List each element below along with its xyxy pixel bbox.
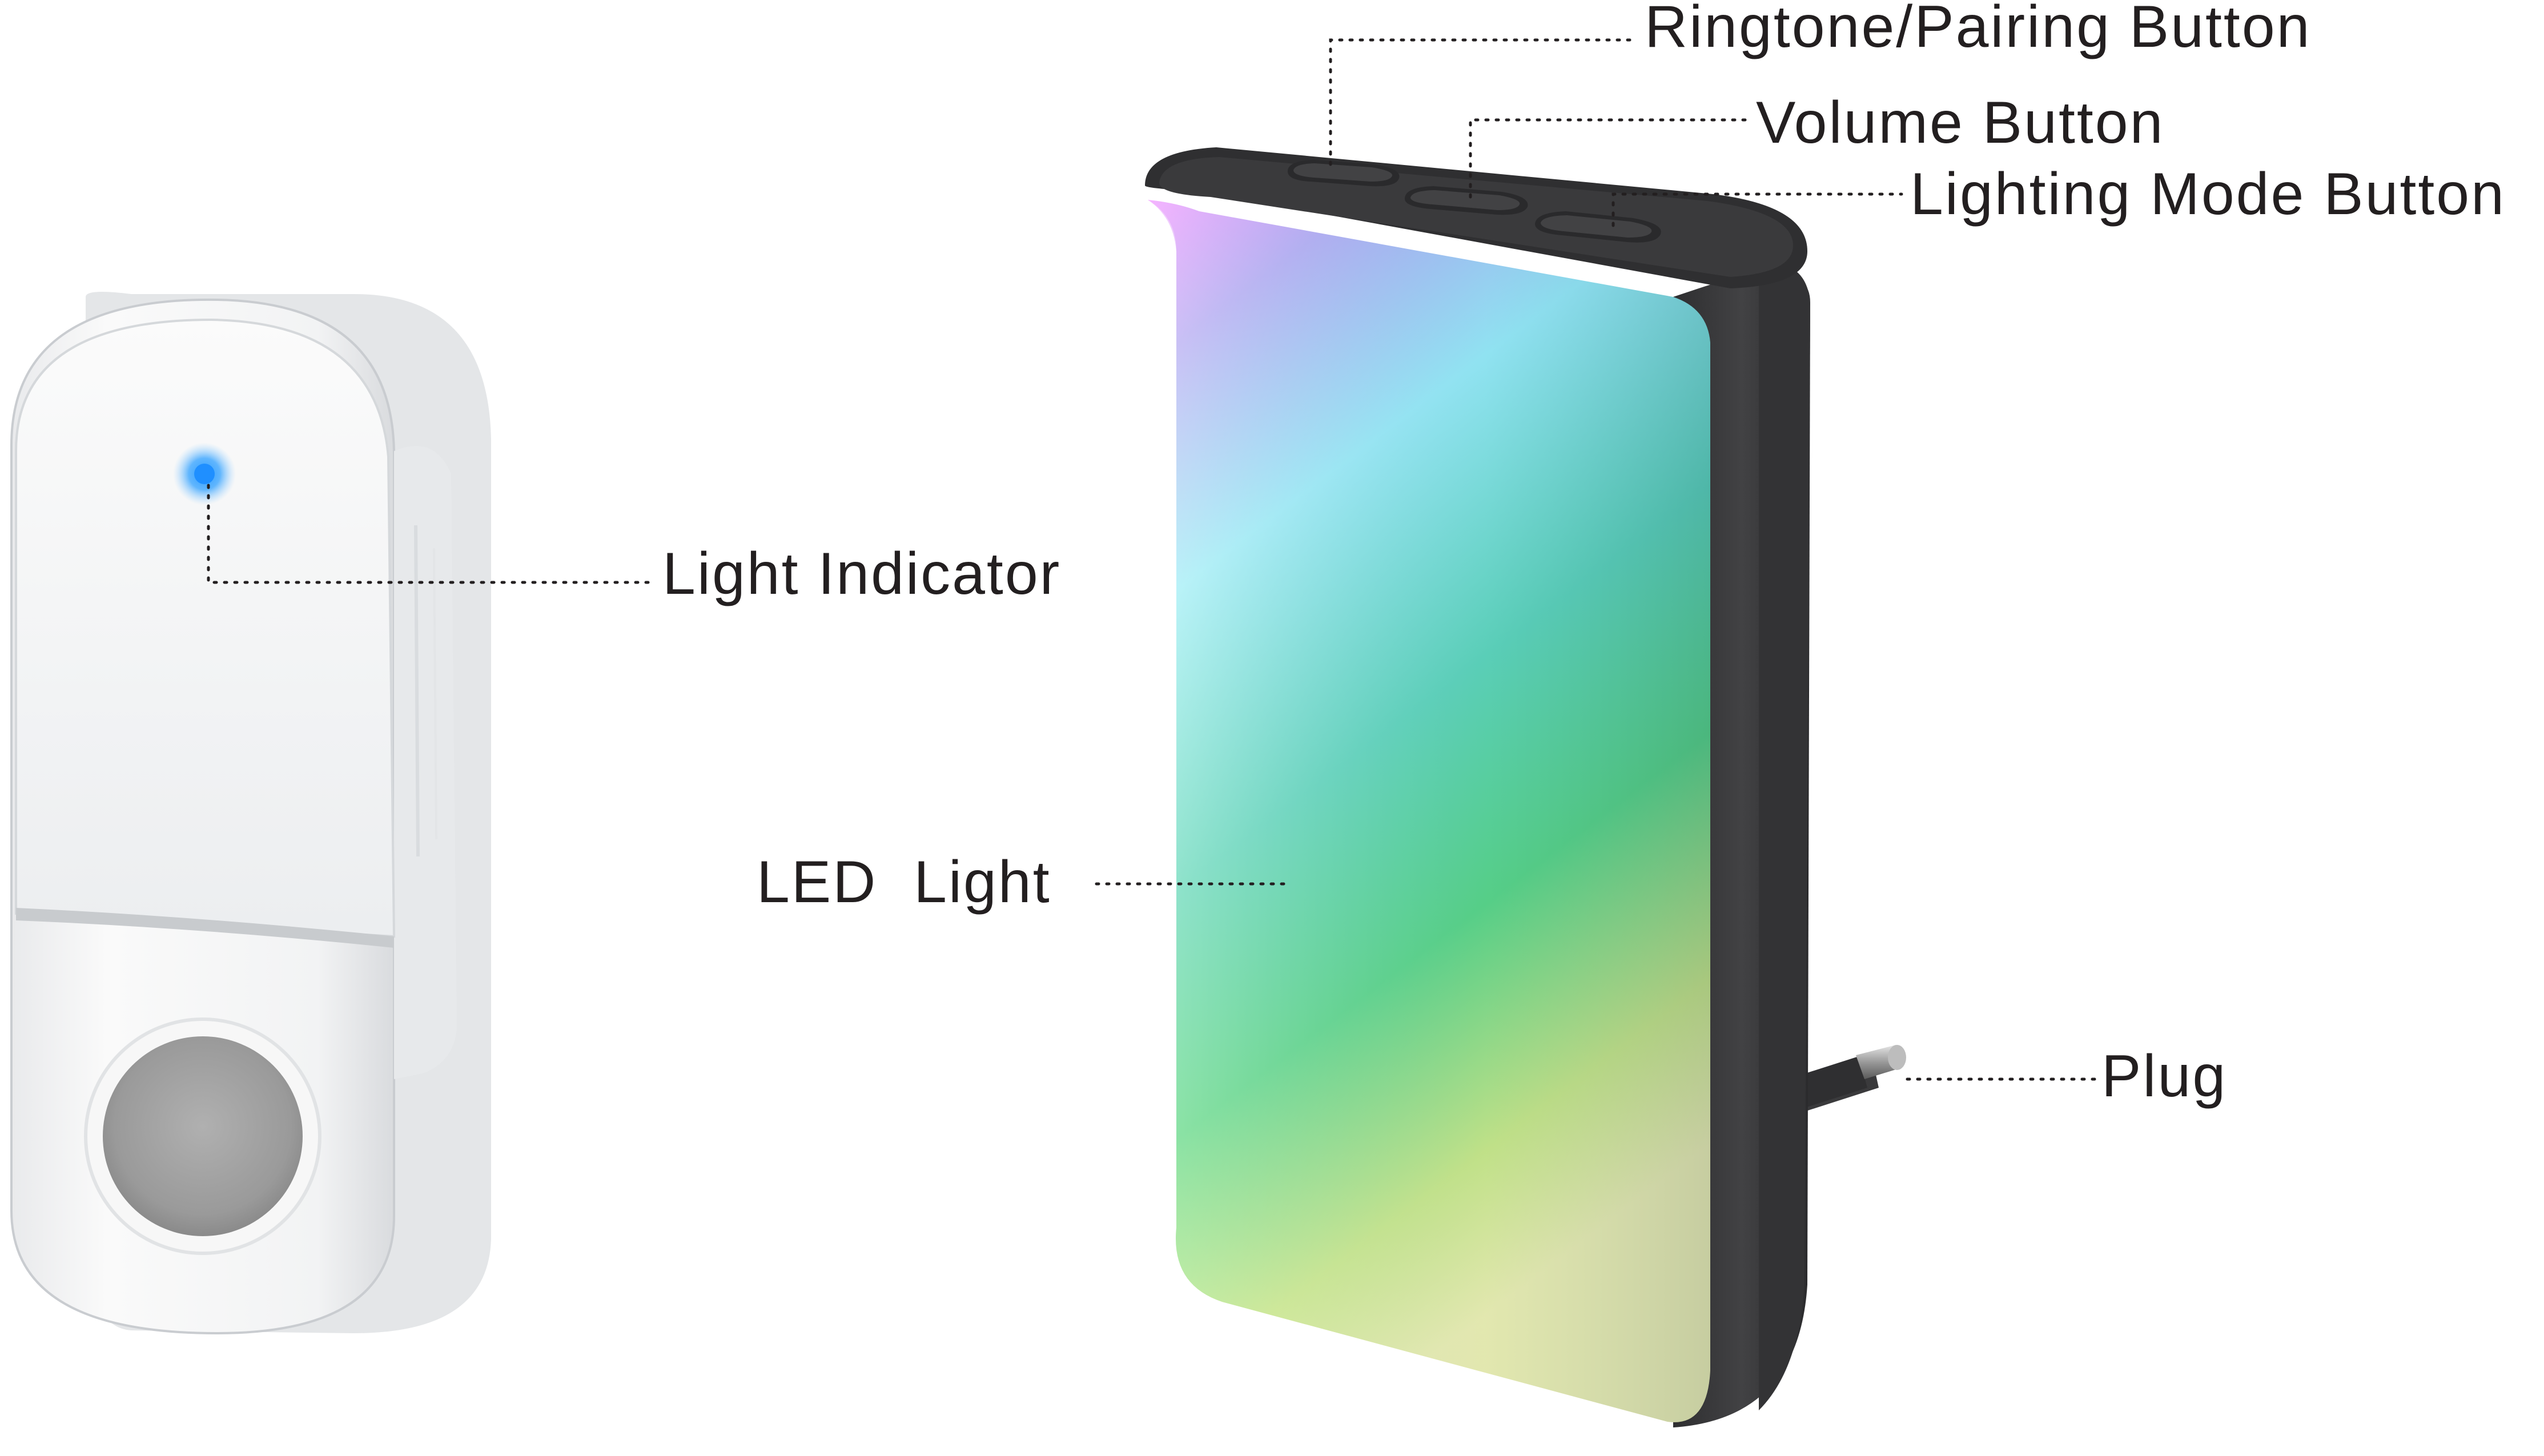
label-volume-button: Volume Button <box>1756 90 2164 156</box>
lighting-mode-button <box>1535 211 1661 243</box>
leader-lighting-mode <box>1611 192 1903 227</box>
cover-ridge <box>433 548 437 840</box>
doorbell-push-button-unit <box>10 292 491 1335</box>
volume-button <box>1405 186 1528 215</box>
receiver-top-face <box>1159 157 1793 277</box>
indicator-cover <box>15 318 396 938</box>
push-unit-side-edge <box>394 446 457 1079</box>
led-light-shading <box>1148 200 1710 1422</box>
cover-bottom-edge <box>16 908 394 948</box>
cover-ridge <box>414 525 420 857</box>
label-lighting-mode-button: Lighting Mode Button <box>1910 161 2506 227</box>
push-button <box>103 1036 303 1236</box>
light-indicator-dot <box>194 464 215 484</box>
led-light-left-edge <box>1148 200 1222 1302</box>
label-light-indicator: Light Indicator <box>662 541 1061 607</box>
leader-ringtone-pairing <box>1329 38 1635 166</box>
label-plug: Plug <box>2101 1043 2227 1109</box>
label-ringtone-pairing-button: Ringtone/Pairing Button <box>1645 0 2312 60</box>
receiver-side-bulge <box>1759 263 1810 1410</box>
ringtone-pairing-button <box>1288 160 1400 187</box>
leader-light-indicator <box>207 484 650 584</box>
label-led-light: LED Light <box>757 849 1051 915</box>
callout-leaders <box>207 38 2097 1081</box>
doorbell-receiver-unit <box>1145 147 1906 1427</box>
